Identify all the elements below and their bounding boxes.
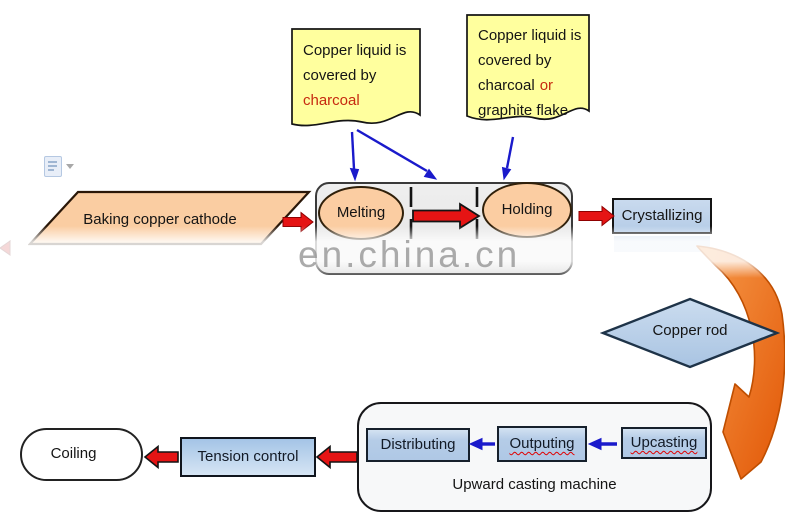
node-tension-control: Tension control (180, 437, 316, 477)
node-upcasting: Upcasting (621, 427, 707, 459)
callout-line-red: charcoal (303, 92, 360, 109)
paste-options-button[interactable] (44, 156, 78, 178)
node-coiling: Coiling (20, 428, 143, 481)
callout-line: covered by (303, 67, 377, 84)
callout-charcoal-shape (291, 28, 421, 127)
node-distributing-label: Distributing (380, 435, 456, 453)
callout-line: Copper liquid is (478, 27, 582, 44)
node-outputing-label: Outputing (509, 434, 575, 452)
node-crystallizing-label: Crystallizing (621, 206, 703, 224)
callout-charcoal-text: Copper liquid is covered by charcoal (303, 38, 418, 113)
machine-label: Upward casting machine (452, 475, 617, 493)
chevron-down-icon (66, 164, 74, 169)
callout-line: Copper liquid is (303, 42, 407, 59)
node-upcasting-label: Upcasting (630, 433, 698, 451)
callout-graphite-shape (466, 14, 590, 121)
node-baking-label: Baking copper cathode (83, 210, 237, 228)
node-coiling-label: Coiling (50, 445, 97, 463)
callout-line: graphite flake (478, 102, 569, 119)
node-copper-rod-label: Copper rod (652, 321, 728, 339)
callout-line: covered by (478, 52, 552, 69)
node-tension-label: Tension control (197, 447, 299, 465)
node-copper-rod-shape (600, 297, 780, 369)
node-melting-label: Melting (336, 203, 386, 221)
node-outputing: Outputing (497, 426, 587, 462)
paste-icon (44, 156, 62, 177)
node-holding-label: Holding (501, 200, 553, 218)
node-distributing: Distributing (366, 428, 470, 462)
